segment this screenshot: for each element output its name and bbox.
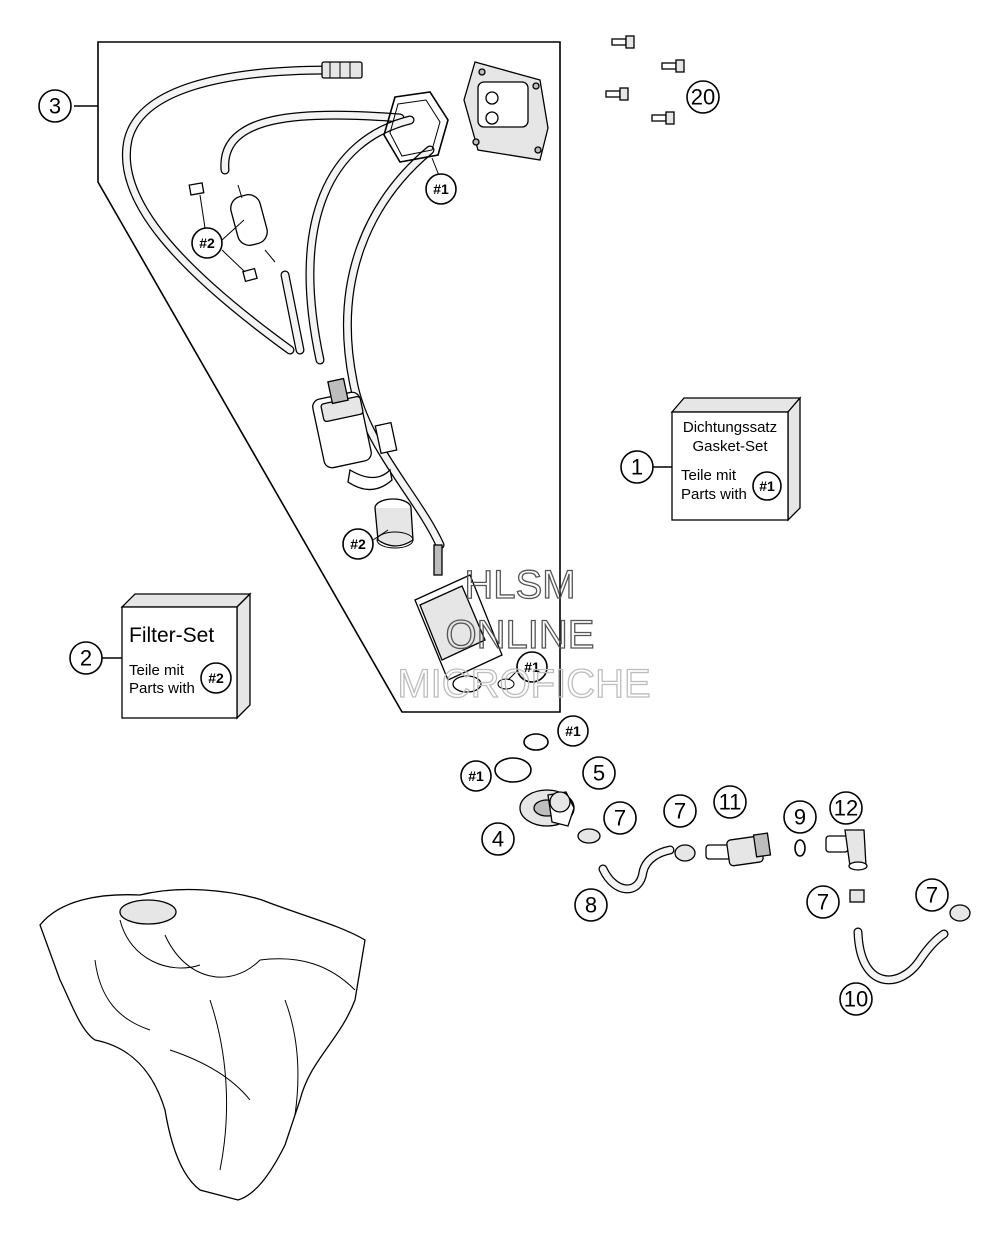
hose-10 xyxy=(853,927,949,985)
leader-ref2-b xyxy=(221,219,245,241)
ref-1-seal-b: #1 xyxy=(460,760,492,792)
svg-text:8: 8 xyxy=(585,893,597,918)
pump-filter-ring xyxy=(374,498,414,549)
filter-box-line1: Teile mit xyxy=(129,662,185,679)
svg-text:#1: #1 xyxy=(468,768,484,784)
gasket-box-line2: Gasket-Set xyxy=(692,438,768,455)
gasket-box-line1: Dichtungssatz xyxy=(683,419,777,436)
svg-text:#2: #2 xyxy=(199,235,215,251)
svg-text:10: 10 xyxy=(844,987,868,1012)
svg-text:20: 20 xyxy=(691,85,715,110)
svg-text:7: 7 xyxy=(817,890,829,915)
svg-text:3: 3 xyxy=(49,94,61,119)
svg-text:#2: #2 xyxy=(350,536,366,552)
gasket-set-box: Dichtungssatz Gasket-Set Teile mit Parts… xyxy=(670,396,802,522)
clamp-7-a xyxy=(674,844,696,862)
svg-text:#1: #1 xyxy=(524,659,540,675)
callout-8: 8 xyxy=(574,888,608,922)
filter-housing xyxy=(414,544,503,693)
clamp-7-b xyxy=(849,889,865,903)
callout-7-b: 7 xyxy=(663,794,697,828)
flange-gasket xyxy=(383,91,449,163)
pump-flange-plate xyxy=(463,61,549,161)
leader-ref2-a xyxy=(199,194,206,229)
watermark: HLSM ONLINE MICROFICHE xyxy=(397,562,652,706)
inline-filter xyxy=(188,182,276,283)
outlet-seals xyxy=(494,733,601,844)
callout-20: 20 xyxy=(686,80,720,114)
svg-text:#1: #1 xyxy=(433,181,449,197)
svg-text:5: 5 xyxy=(593,761,605,786)
quick-connector-11 xyxy=(705,832,772,867)
callout-11: 11 xyxy=(713,785,747,819)
svg-text:7: 7 xyxy=(614,806,626,831)
ref-2-filter: #2 xyxy=(191,227,223,259)
callout-5: 5 xyxy=(582,756,616,790)
leader-ref2-c xyxy=(221,249,246,273)
filter-box-ref: #2 xyxy=(208,670,224,686)
ref-1-gasket: #1 xyxy=(425,173,457,205)
watermark-line1: HLSM xyxy=(464,563,575,607)
gasket-box-ref: #1 xyxy=(759,478,775,494)
leader-ref2-ring xyxy=(372,529,389,541)
gasket-box-line4: Parts with xyxy=(681,486,747,503)
ref-2-ring: #2 xyxy=(342,528,374,560)
watermark-line2: ONLINE xyxy=(446,613,595,657)
callout-2: 2 xyxy=(69,641,103,675)
callout-7-a: 7 xyxy=(603,801,637,835)
filter-box-title: Filter-Set xyxy=(129,624,214,647)
hose-8 xyxy=(598,845,675,894)
ref-1-seal-a: #1 xyxy=(557,715,589,747)
filter-set-box: Filter-Set Teile mit Parts with #2 xyxy=(120,592,252,720)
svg-text:2: 2 xyxy=(80,646,92,671)
wire-harness xyxy=(122,61,363,355)
filter-box-line2: Parts with xyxy=(129,680,195,697)
callout-4: 4 xyxy=(481,822,515,856)
callout-7-c: 7 xyxy=(806,885,840,919)
callout-3: 3 xyxy=(38,89,72,123)
svg-text:7: 7 xyxy=(674,799,686,824)
callout-12: 12 xyxy=(829,791,863,825)
callout-7-d: 7 xyxy=(915,878,949,912)
pump-assembly-frame xyxy=(97,41,561,713)
elbow-fitting-12 xyxy=(825,829,868,871)
svg-text:9: 9 xyxy=(794,805,806,830)
fuel-hoses xyxy=(220,110,445,550)
ref-1-oring: #1 xyxy=(516,651,548,683)
svg-text:12: 12 xyxy=(834,796,858,821)
svg-text:#1: #1 xyxy=(565,723,581,739)
fuel-tank xyxy=(39,888,366,1201)
clamp-7-c xyxy=(949,904,971,922)
callout-9: 9 xyxy=(783,800,817,834)
callout-10: 10 xyxy=(839,982,873,1016)
svg-text:7: 7 xyxy=(926,883,938,908)
gasket-box-line3: Teile mit xyxy=(681,467,737,484)
bolts xyxy=(605,35,685,125)
small-o-ring xyxy=(497,678,515,690)
o-ring-9 xyxy=(794,839,806,857)
svg-text:1: 1 xyxy=(631,455,643,480)
svg-text:4: 4 xyxy=(492,827,504,852)
svg-text:11: 11 xyxy=(719,790,742,815)
watermark-line3: MICROFICHE xyxy=(397,662,650,706)
fuel-pump xyxy=(312,377,398,491)
callout-1: 1 xyxy=(620,450,654,484)
